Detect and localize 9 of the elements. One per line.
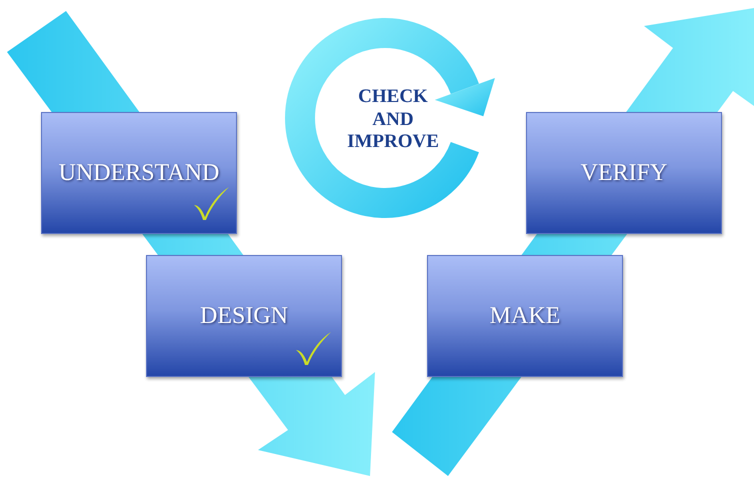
step-box (146, 255, 342, 377)
step-box (526, 112, 722, 234)
step-label: VERIFY (580, 160, 668, 186)
step-box (427, 255, 623, 377)
cycle-label: CHECK AND IMPROVE (346, 86, 440, 154)
step-label: UNDERSTAND (58, 160, 220, 186)
step-label: DESIGN (200, 302, 288, 330)
step-box (41, 112, 237, 234)
step-label: MAKE (490, 302, 560, 330)
